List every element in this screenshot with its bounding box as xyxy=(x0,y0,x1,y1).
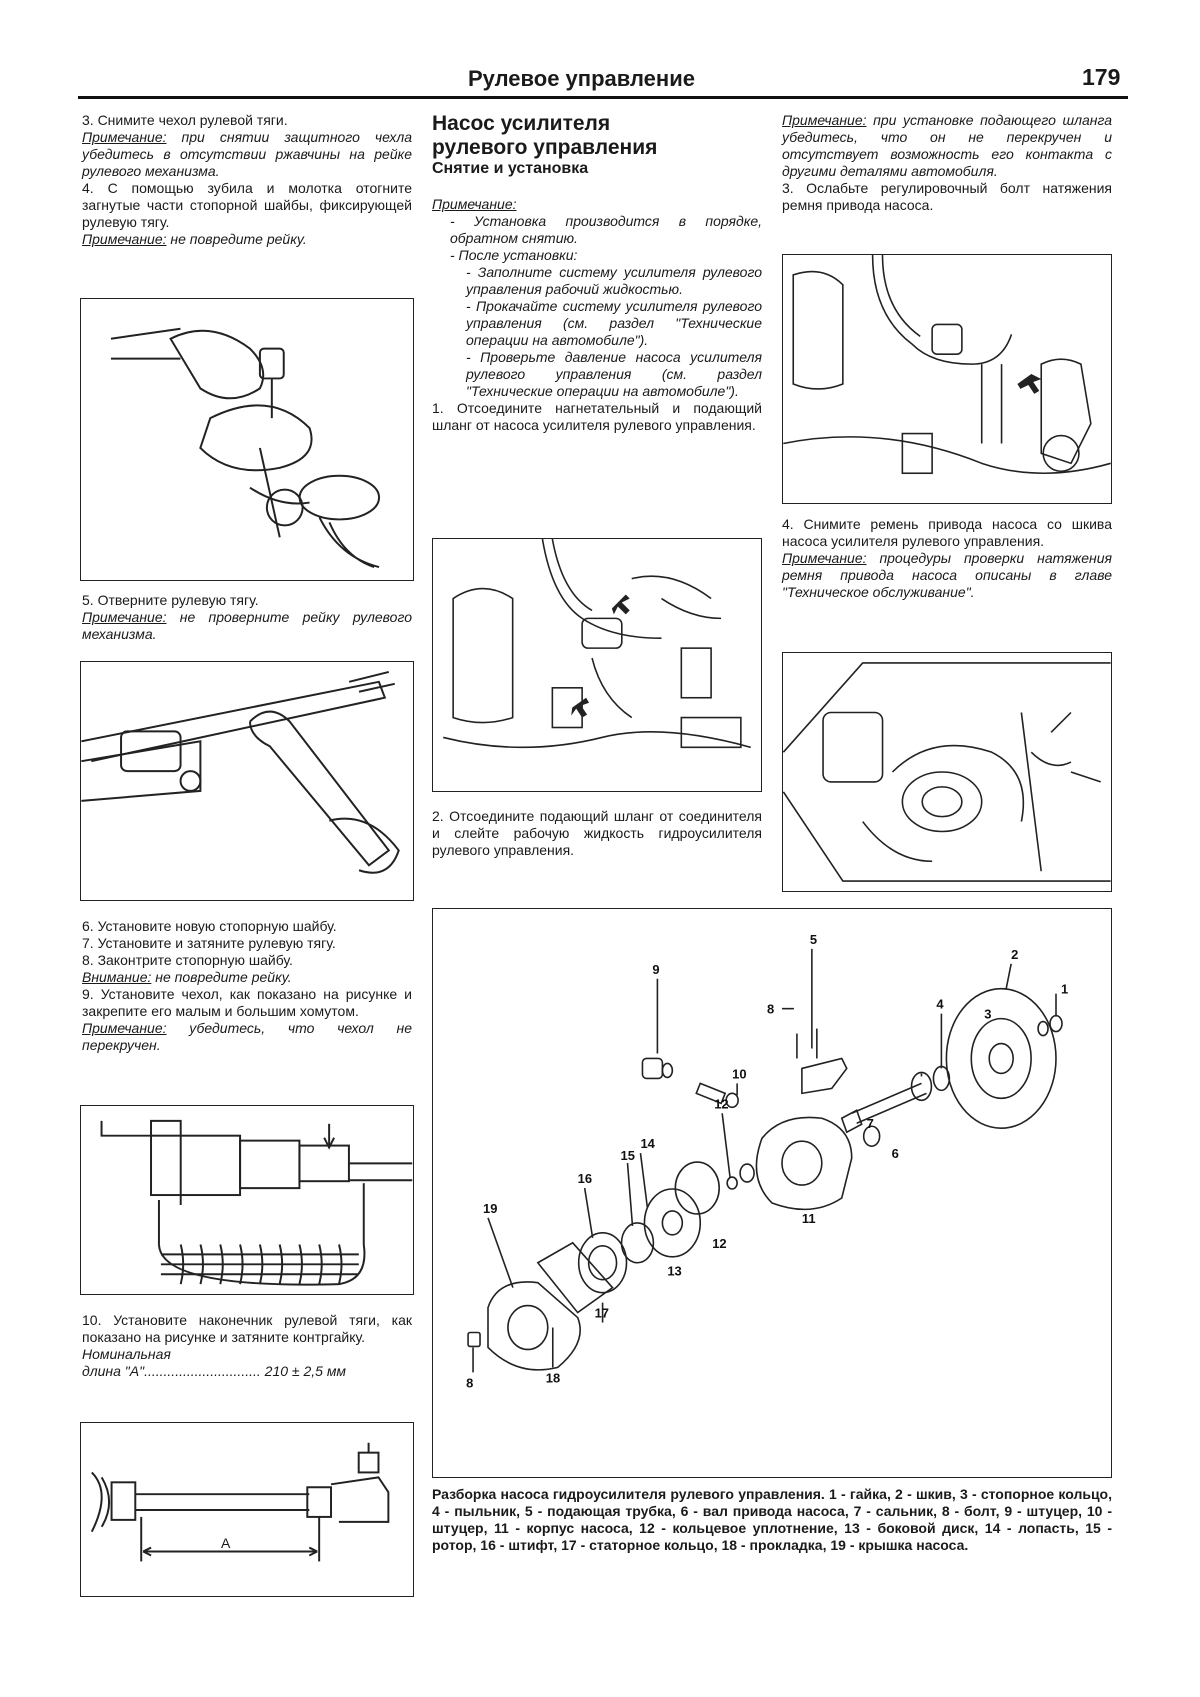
step-9: 9. Установите чехол, как показано на рис… xyxy=(82,986,412,1019)
left-text-block-2: 5. Отверните рулевую тягу. Примечание: н… xyxy=(82,592,412,643)
note-label: Примечание: xyxy=(82,129,167,145)
step-2: 2. Отсоедините подающий шланг от соедини… xyxy=(432,808,762,858)
callout-6: 6 xyxy=(892,1146,899,1161)
section-title: Рулевое управление xyxy=(468,66,695,91)
callout-8: 8 xyxy=(767,1002,774,1017)
step-1: 1. Отсоедините нагнетательный и подающий… xyxy=(432,400,762,433)
note-text: при снятии защитного чехла убедитесь в о… xyxy=(82,129,412,179)
right-text-block-1: Примечание: при установке подающего шлан… xyxy=(782,112,1112,214)
callout-19: 19 xyxy=(483,1201,497,1216)
step-5: 5. Отверните рулевую тягу. xyxy=(82,592,259,608)
middle-text-block-1: Примечание: - Установка производится в п… xyxy=(432,196,762,434)
note-subitem-3: - Проверьте давление насоса усилителя ру… xyxy=(466,349,762,399)
callout-17: 17 xyxy=(595,1306,609,1321)
callout-3: 3 xyxy=(984,1007,991,1022)
step-4: 4. Снимите ремень привода насоса со шкив… xyxy=(782,516,1112,549)
middle-heading: Насос усилителя рулевого управления Снят… xyxy=(432,112,762,178)
note-item-2: - После установки: xyxy=(450,247,578,263)
step-10: 10. Установите наконечник рулевой тяги, … xyxy=(82,1312,412,1345)
figure-tierod-end: A xyxy=(80,1422,414,1597)
callout-9: 9 xyxy=(652,962,659,977)
note-text: при установке подающего шланга убедитесь… xyxy=(782,112,1112,179)
callout-7: 7 xyxy=(867,1116,874,1131)
left-text-block-4: 10. Установите наконечник рулевой тяги, … xyxy=(82,1312,412,1380)
callout-12a: 12 xyxy=(714,1096,728,1111)
note-label: Примечание: xyxy=(782,550,867,566)
note-label: Примечание: xyxy=(82,231,167,247)
middle-text-block-2: 2. Отсоедините подающий шланг от соедини… xyxy=(432,808,762,859)
figure-adjusting-bolt xyxy=(782,254,1112,504)
figure-pump-hoses xyxy=(432,538,762,792)
warning: Внимание: не повредите рейку. xyxy=(82,969,412,986)
figure-caption: Разборка насоса гидроусилителя рулевого … xyxy=(432,1486,1112,1553)
section-heading-line1: Насос усилителя xyxy=(432,112,611,135)
note-text: убедитесь, что чехол не перекручен. xyxy=(82,1020,412,1053)
callout-2: 2 xyxy=(1011,947,1018,962)
right-text-block-2: 4. Снимите ремень привода насоса со шкив… xyxy=(782,516,1112,601)
callout-13: 13 xyxy=(667,1264,681,1279)
step-7: 7. Установите и затяните рулевую тягу. xyxy=(82,935,336,951)
dimension-a-label: A xyxy=(221,1535,231,1551)
note-subitem-2: - Прокачайте систему усилителя рулевого … xyxy=(466,298,762,348)
figure-wrench-tierod xyxy=(80,661,414,901)
section-heading-line2: рулевого управления xyxy=(432,136,658,159)
note-subitem-1: - Заполните систему усилителя рулевого у… xyxy=(466,264,762,297)
step-6: 6. Установите новую стопорную шайбу. xyxy=(82,918,337,934)
left-text-block-3: 6. Установите новую стопорную шайбу. 7. … xyxy=(82,918,412,1054)
figure-chisel-lockwasher xyxy=(80,298,414,581)
callout-15: 15 xyxy=(621,1148,635,1163)
callout-1: 1 xyxy=(1061,982,1068,997)
note-1: Примечание: при установке подающего шлан… xyxy=(782,112,1112,180)
note-3: Примечание: не проверните рейку рулевого… xyxy=(82,609,412,643)
callout-16: 16 xyxy=(578,1171,592,1186)
note-text: не проверните рейку рулевого механизма. xyxy=(82,609,412,642)
warning-text: не повредите рейку. xyxy=(151,969,292,985)
step-4: 4. С помощью зубила и молотка отогните з… xyxy=(82,180,412,230)
note-label: Примечание: xyxy=(82,609,167,625)
note-4: Примечание: убедитесь, что чехол не пере… xyxy=(82,1020,412,1054)
step-8: 8. Законтрите стопорную шайбу. xyxy=(82,952,293,968)
callout-12b: 12 xyxy=(712,1236,726,1251)
figure-drive-belt xyxy=(782,652,1112,892)
step-3: 3. Ослабьте регулировочный болт натяжени… xyxy=(782,180,1112,213)
nominal-length: длина "А".............................. … xyxy=(82,1363,347,1379)
warning-label: Внимание: xyxy=(82,969,152,985)
note-text: не повредите рейку. xyxy=(166,231,307,247)
note-2: Примечание: процедуры проверки натяжения… xyxy=(782,550,1112,601)
nominal-label: Номинальная xyxy=(82,1346,171,1362)
note-1: Примечание: при снятии защитного чехла у… xyxy=(82,129,412,180)
header-rule xyxy=(78,96,1128,99)
step-3: 3. Снимите чехол рулевой тяги. xyxy=(82,112,288,128)
note-label: Примечание: xyxy=(782,112,867,128)
section-subheading: Снятие и установка xyxy=(432,160,589,177)
note-label: Примечание: xyxy=(82,1020,167,1036)
figure-pump-exploded: 1 2 3 4 5 6 7 8 9 10 11 12 12 13 14 15 1… xyxy=(432,908,1112,1478)
note-2: Примечание: не повредите рейку. xyxy=(82,231,412,248)
left-text-block-1: 3. Снимите чехол рулевой тяги. Примечани… xyxy=(82,112,412,248)
callout-8b: 8 xyxy=(466,1375,473,1390)
note-label: Примечание: xyxy=(432,196,517,212)
callout-4: 4 xyxy=(936,997,944,1012)
callout-18: 18 xyxy=(546,1370,560,1385)
page-number: 179 xyxy=(1082,64,1121,90)
note-text: процедуры проверки натяжения ремня приво… xyxy=(782,550,1112,600)
callout-5: 5 xyxy=(810,932,817,947)
figure-boot-install xyxy=(80,1105,414,1295)
callout-14: 14 xyxy=(640,1136,655,1151)
note-item-1: - Установка производится в порядке, обра… xyxy=(450,213,762,246)
callout-10: 10 xyxy=(732,1066,746,1081)
callout-11: 11 xyxy=(802,1211,816,1226)
